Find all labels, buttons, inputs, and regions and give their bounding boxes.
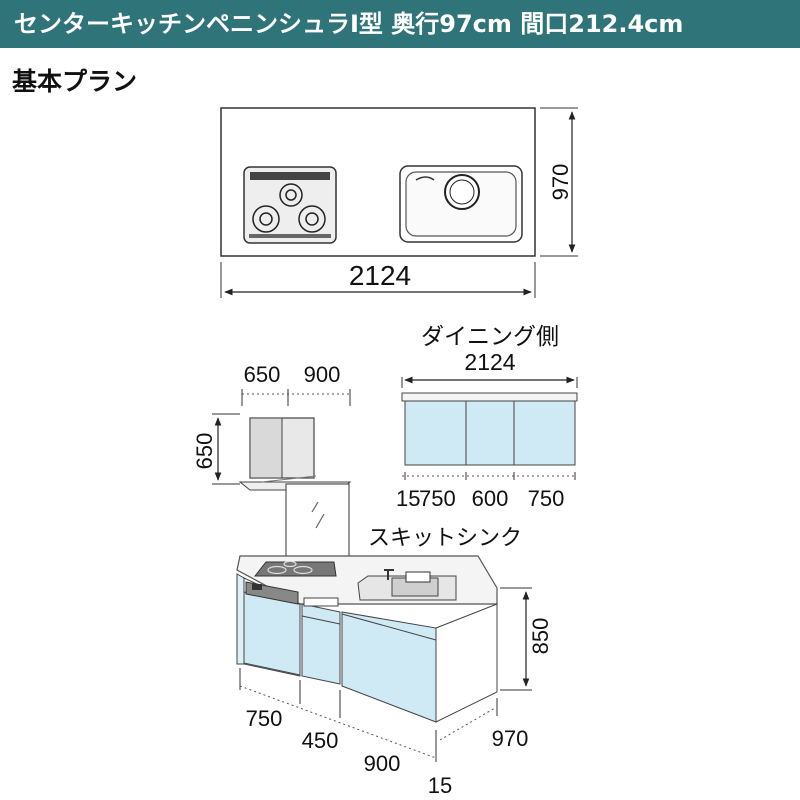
height-label: 850 [528, 618, 553, 655]
header-title: センターキッチンペニンシュラI型 奥行97cm 間口212.4cm [14, 10, 684, 38]
front-width-750: 750 [246, 706, 283, 731]
front-width-900: 900 [364, 751, 401, 776]
hood-width-650: 650 [244, 362, 281, 387]
cabinet-door-750 [243, 591, 301, 676]
dining-seg-15: 15 [396, 486, 420, 511]
page-header: センターキッチンペニンシュラI型 奥行97cm 間口212.4cm [0, 0, 800, 48]
dining-side-title: ダイニング側 [421, 323, 559, 349]
range-hood: 650 900 650 [192, 362, 352, 559]
dining-top-edge [401, 392, 578, 402]
dining-panel-right [513, 400, 576, 466]
hood-height-label: 650 [192, 433, 217, 470]
plan-cooktop [243, 166, 337, 244]
cabinet-right-end [435, 603, 498, 723]
dining-panel-left [404, 400, 467, 466]
dining-seg-750b: 750 [528, 486, 565, 511]
cabinet-door-900 [341, 611, 437, 723]
dining-panel-middle [465, 400, 515, 466]
dining-seg-600: 600 [472, 486, 509, 511]
plan-sink [399, 165, 523, 243]
front-depth-970: 970 [492, 726, 529, 751]
dining-side-view: ダイニング側 2124 15 750 600 750 [396, 323, 578, 511]
sink-label: スキットシンク [368, 525, 522, 550]
section-title: 基本プラン [12, 67, 138, 96]
front-width-15: 15 [428, 773, 452, 798]
kitchen-front-view: 850 750 450 900 15 970 [236, 555, 553, 798]
glass-panel [285, 483, 350, 559]
plan-view: 970 2124 [220, 107, 578, 298]
plan-depth-label: 970 [548, 164, 573, 201]
cabinet-left-side [236, 573, 245, 665]
plan-width-label: 2124 [349, 260, 411, 291]
cabinet-door-450 [301, 603, 341, 685]
hood-width-900: 900 [304, 362, 341, 387]
front-width-450: 450 [302, 728, 339, 753]
dining-seg-750a: 750 [419, 486, 456, 511]
dining-side-width-label: 2124 [464, 349, 515, 375]
